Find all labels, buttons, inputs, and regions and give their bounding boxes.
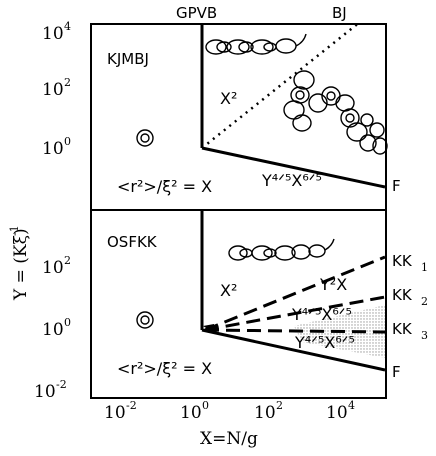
svg-text:0: 0 [202, 399, 209, 412]
top-polymer-chain-upper [205, 33, 307, 55]
svg-text:Y = (Kξ): Y = (Kξ) [11, 228, 31, 301]
svg-text:0: 0 [64, 316, 71, 329]
svg-text:4: 4 [348, 399, 355, 412]
y-tick-top-3: 10 0 [42, 135, 71, 159]
svg-text:10: 10 [34, 382, 56, 402]
top-region-y45: Y⁴ᐟ⁵X⁶ᐟ⁵ [261, 171, 322, 190]
svg-text:10: 10 [42, 320, 64, 340]
svg-text:10: 10 [326, 403, 348, 423]
bottom-relation: <r²>/ξ² = X [117, 359, 212, 378]
svg-text:10: 10 [42, 24, 64, 44]
top-panel-title: KJMBJ [107, 50, 149, 68]
kk2-label: KK 2 [392, 286, 428, 308]
svg-text:10: 10 [42, 258, 64, 278]
x-tick-2: 10 0 [180, 399, 209, 423]
bottom-region-y45-upper: Y⁴ᐟ⁵X⁶ᐟ⁵ [291, 305, 352, 324]
bottom-panel-frame [90, 209, 387, 399]
svg-text:1: 1 [421, 261, 428, 274]
top-small-coil [136, 129, 154, 147]
svg-text:2: 2 [64, 76, 71, 89]
x-tick-4: 10 4 [326, 399, 355, 423]
svg-text:0: 0 [64, 135, 71, 148]
bottom-panel-title: OSFKK [107, 233, 158, 251]
svg-text:KK: KK [392, 286, 413, 304]
bottom-small-coil [136, 311, 154, 329]
svg-text:10: 10 [42, 80, 64, 100]
bottom-region-y2x: Y²X [319, 275, 347, 294]
svg-text:4: 4 [64, 20, 71, 33]
top-bj-dotted [201, 21, 361, 149]
kk2-dashed-line [204, 295, 386, 332]
svg-text:3: 3 [421, 329, 428, 342]
x-tick-1: 10 -2 [104, 399, 137, 423]
svg-text:10: 10 [254, 403, 276, 423]
y-tick-bottom-1: 10 2 [42, 254, 71, 278]
svg-text:-2: -2 [56, 378, 67, 391]
y-tick-top-1: 10 4 [42, 20, 71, 44]
top-region-x2: X² [220, 89, 237, 108]
kk1-dashed-line [204, 255, 386, 332]
y-tick-top-2: 10 2 [42, 76, 71, 100]
kk3-dashed-line [204, 328, 386, 334]
bottom-polymer-chain [228, 238, 335, 261]
label-gpvb: GPVB [176, 4, 217, 22]
top-polymer-blob [283, 70, 388, 155]
y-axis-title: Y = (Kξ) -1 [8, 225, 31, 301]
x-tick-3: 10 2 [254, 399, 283, 423]
svg-text:KK: KK [392, 320, 413, 338]
kk1-label: KK 1 [392, 252, 428, 274]
kk-origin-mark [203, 324, 214, 333]
bottom-region-x2: X² [220, 281, 237, 300]
svg-text:-2: -2 [126, 399, 137, 412]
kk3-label: KK 3 [392, 320, 428, 342]
top-relation: <r²>/ξ² = X [117, 177, 212, 196]
bottom-f-label: F [392, 363, 401, 381]
bottom-region-y45-lower: Y⁴ᐟ⁵X⁶ᐟ⁵ [294, 333, 355, 352]
top-f-label: F [392, 177, 401, 195]
svg-text:KK: KK [392, 252, 413, 270]
x-axis-title: X=N/g [200, 429, 258, 449]
svg-text:2: 2 [276, 399, 283, 412]
y-tick-bottom-2: 10 0 [42, 316, 71, 340]
y-tick-bottom-3: 10 -2 [34, 378, 67, 402]
svg-text:-1: -1 [8, 225, 21, 236]
svg-text:10: 10 [180, 403, 202, 423]
top-f-line [201, 146, 386, 189]
label-bj: BJ [332, 4, 347, 22]
svg-text:10: 10 [42, 139, 64, 159]
bottom-f-line [201, 328, 386, 372]
svg-text:2: 2 [64, 254, 71, 267]
svg-text:10: 10 [104, 403, 126, 423]
svg-text:2: 2 [421, 295, 428, 308]
